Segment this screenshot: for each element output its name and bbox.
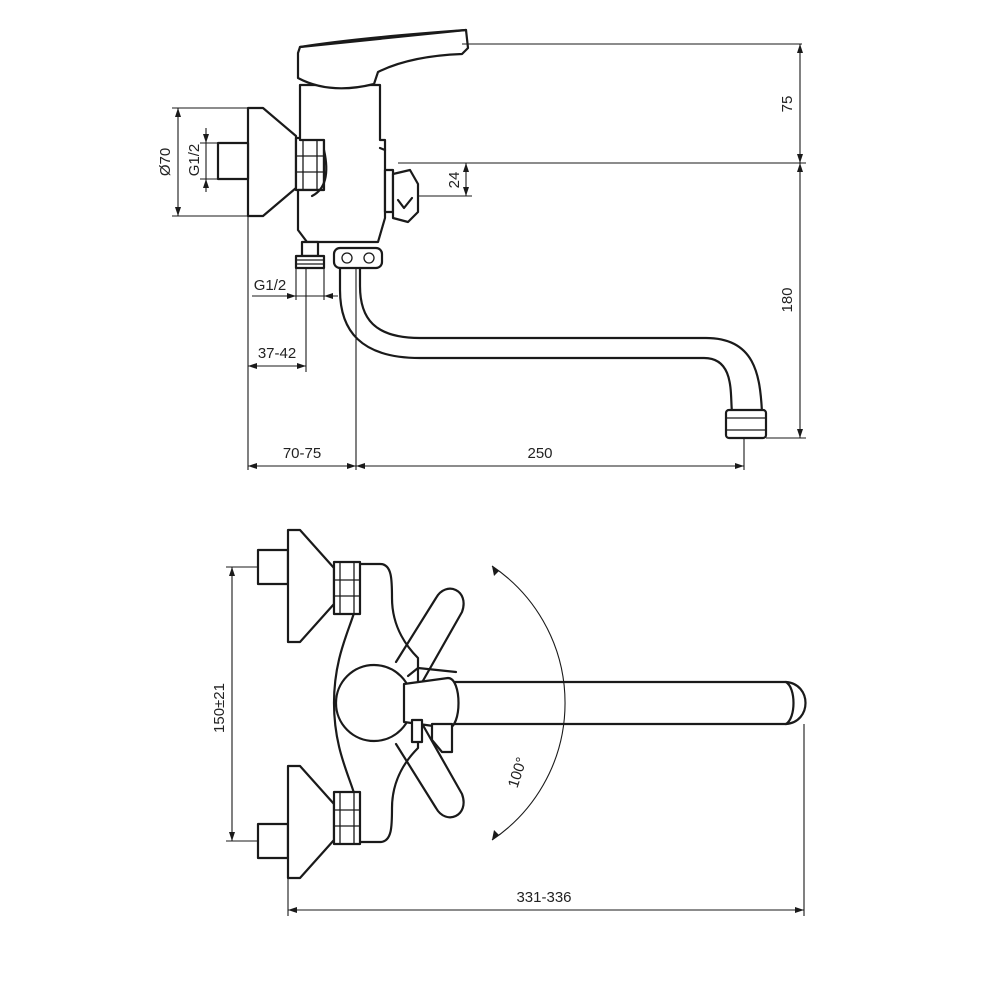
aerator bbox=[724, 408, 768, 440]
upper-hex-nut bbox=[332, 560, 362, 616]
lower-hex-nut bbox=[332, 790, 362, 846]
dim-spacing-label: 150±21 bbox=[211, 683, 228, 733]
side-dimensions bbox=[172, 43, 806, 470]
angle-arc bbox=[491, 565, 566, 841]
dim-total-length-label: 331-336 bbox=[516, 889, 571, 906]
top-spout bbox=[438, 680, 807, 726]
spout-pipe bbox=[338, 266, 764, 414]
dim-height-75-label: 75 bbox=[779, 96, 796, 113]
side-view: Ø70 G1/2 75 24 180 G1/2 37-42 70-75 250 bbox=[157, 28, 806, 470]
lever-swing-positions bbox=[394, 587, 465, 819]
inlet-nipple bbox=[294, 240, 326, 270]
wall-flange bbox=[216, 106, 298, 218]
top-dimensions bbox=[226, 566, 805, 916]
swivel-nut bbox=[332, 246, 384, 270]
top-view: 150±21 100° 331-336 bbox=[211, 528, 807, 916]
dim-inlet-label: 37-42 bbox=[258, 345, 296, 362]
dim-height-180-label: 180 bbox=[779, 287, 796, 312]
dim-diameter-label: Ø70 bbox=[157, 148, 174, 176]
hex-nut bbox=[294, 136, 326, 192]
dim-thread-top-label: G1/2 bbox=[186, 144, 203, 177]
diverter-knob bbox=[383, 168, 420, 224]
dim-angle-label: 100° bbox=[505, 755, 531, 790]
dim-spout-label: 250 bbox=[527, 445, 552, 462]
dim-thread-bottom-label: G1/2 bbox=[254, 277, 287, 294]
top-lever bbox=[334, 663, 460, 754]
lower-flange bbox=[256, 764, 336, 880]
dim-wall-label: 70-75 bbox=[283, 445, 321, 462]
dim-offset-24-label: 24 bbox=[446, 172, 463, 189]
handle-lever bbox=[296, 28, 470, 90]
upper-flange bbox=[256, 528, 336, 644]
